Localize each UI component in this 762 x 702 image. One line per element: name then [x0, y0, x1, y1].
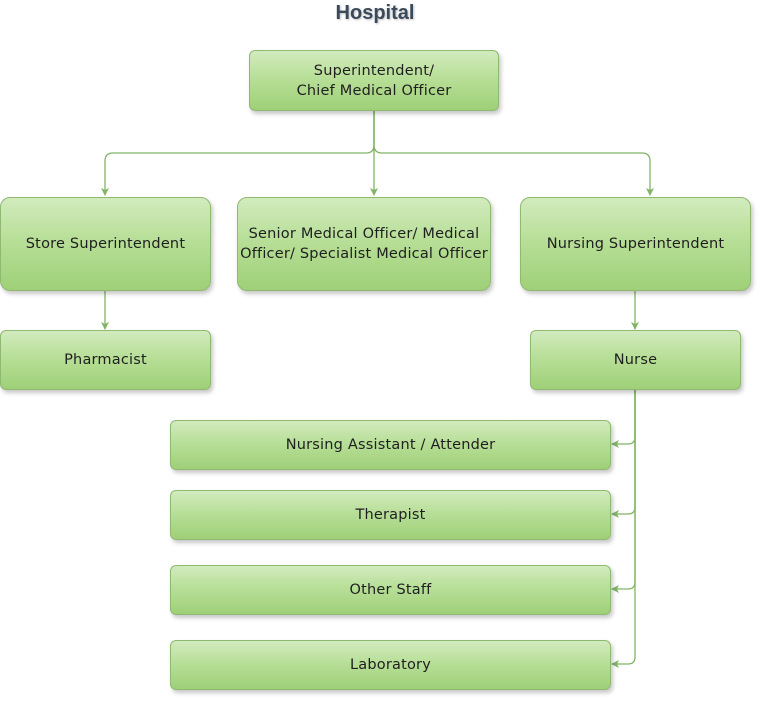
node-laboratory: Laboratory: [170, 640, 611, 690]
connector-to-store-superintendent: [101, 111, 375, 196]
node-senior-medical-officer: Senior Medical Officer/ Medical Officer/…: [237, 197, 491, 291]
node-store-superintendent: Store Superintendent: [0, 197, 211, 291]
connector-to-other-staff: [611, 390, 636, 593]
connector-to-nursing-superintendent: [373, 111, 654, 196]
connector-to-therapist: [611, 390, 636, 518]
node-nurse: Nurse: [530, 330, 741, 390]
node-other-staff: Other Staff: [170, 565, 611, 615]
node-superintendent: Superintendent/ Chief Medical Officer: [249, 50, 499, 111]
node-nursing-assistant: Nursing Assistant / Attender: [170, 420, 611, 470]
node-therapist: Therapist: [170, 490, 611, 540]
node-pharmacist: Pharmacist: [0, 330, 211, 390]
connector-to-laboratory: [611, 390, 636, 668]
connector-to-nursing-assistant: [611, 390, 636, 448]
node-nursing-superintendent: Nursing Superintendent: [520, 197, 751, 291]
diagram-title: Hospital: [335, 2, 415, 24]
